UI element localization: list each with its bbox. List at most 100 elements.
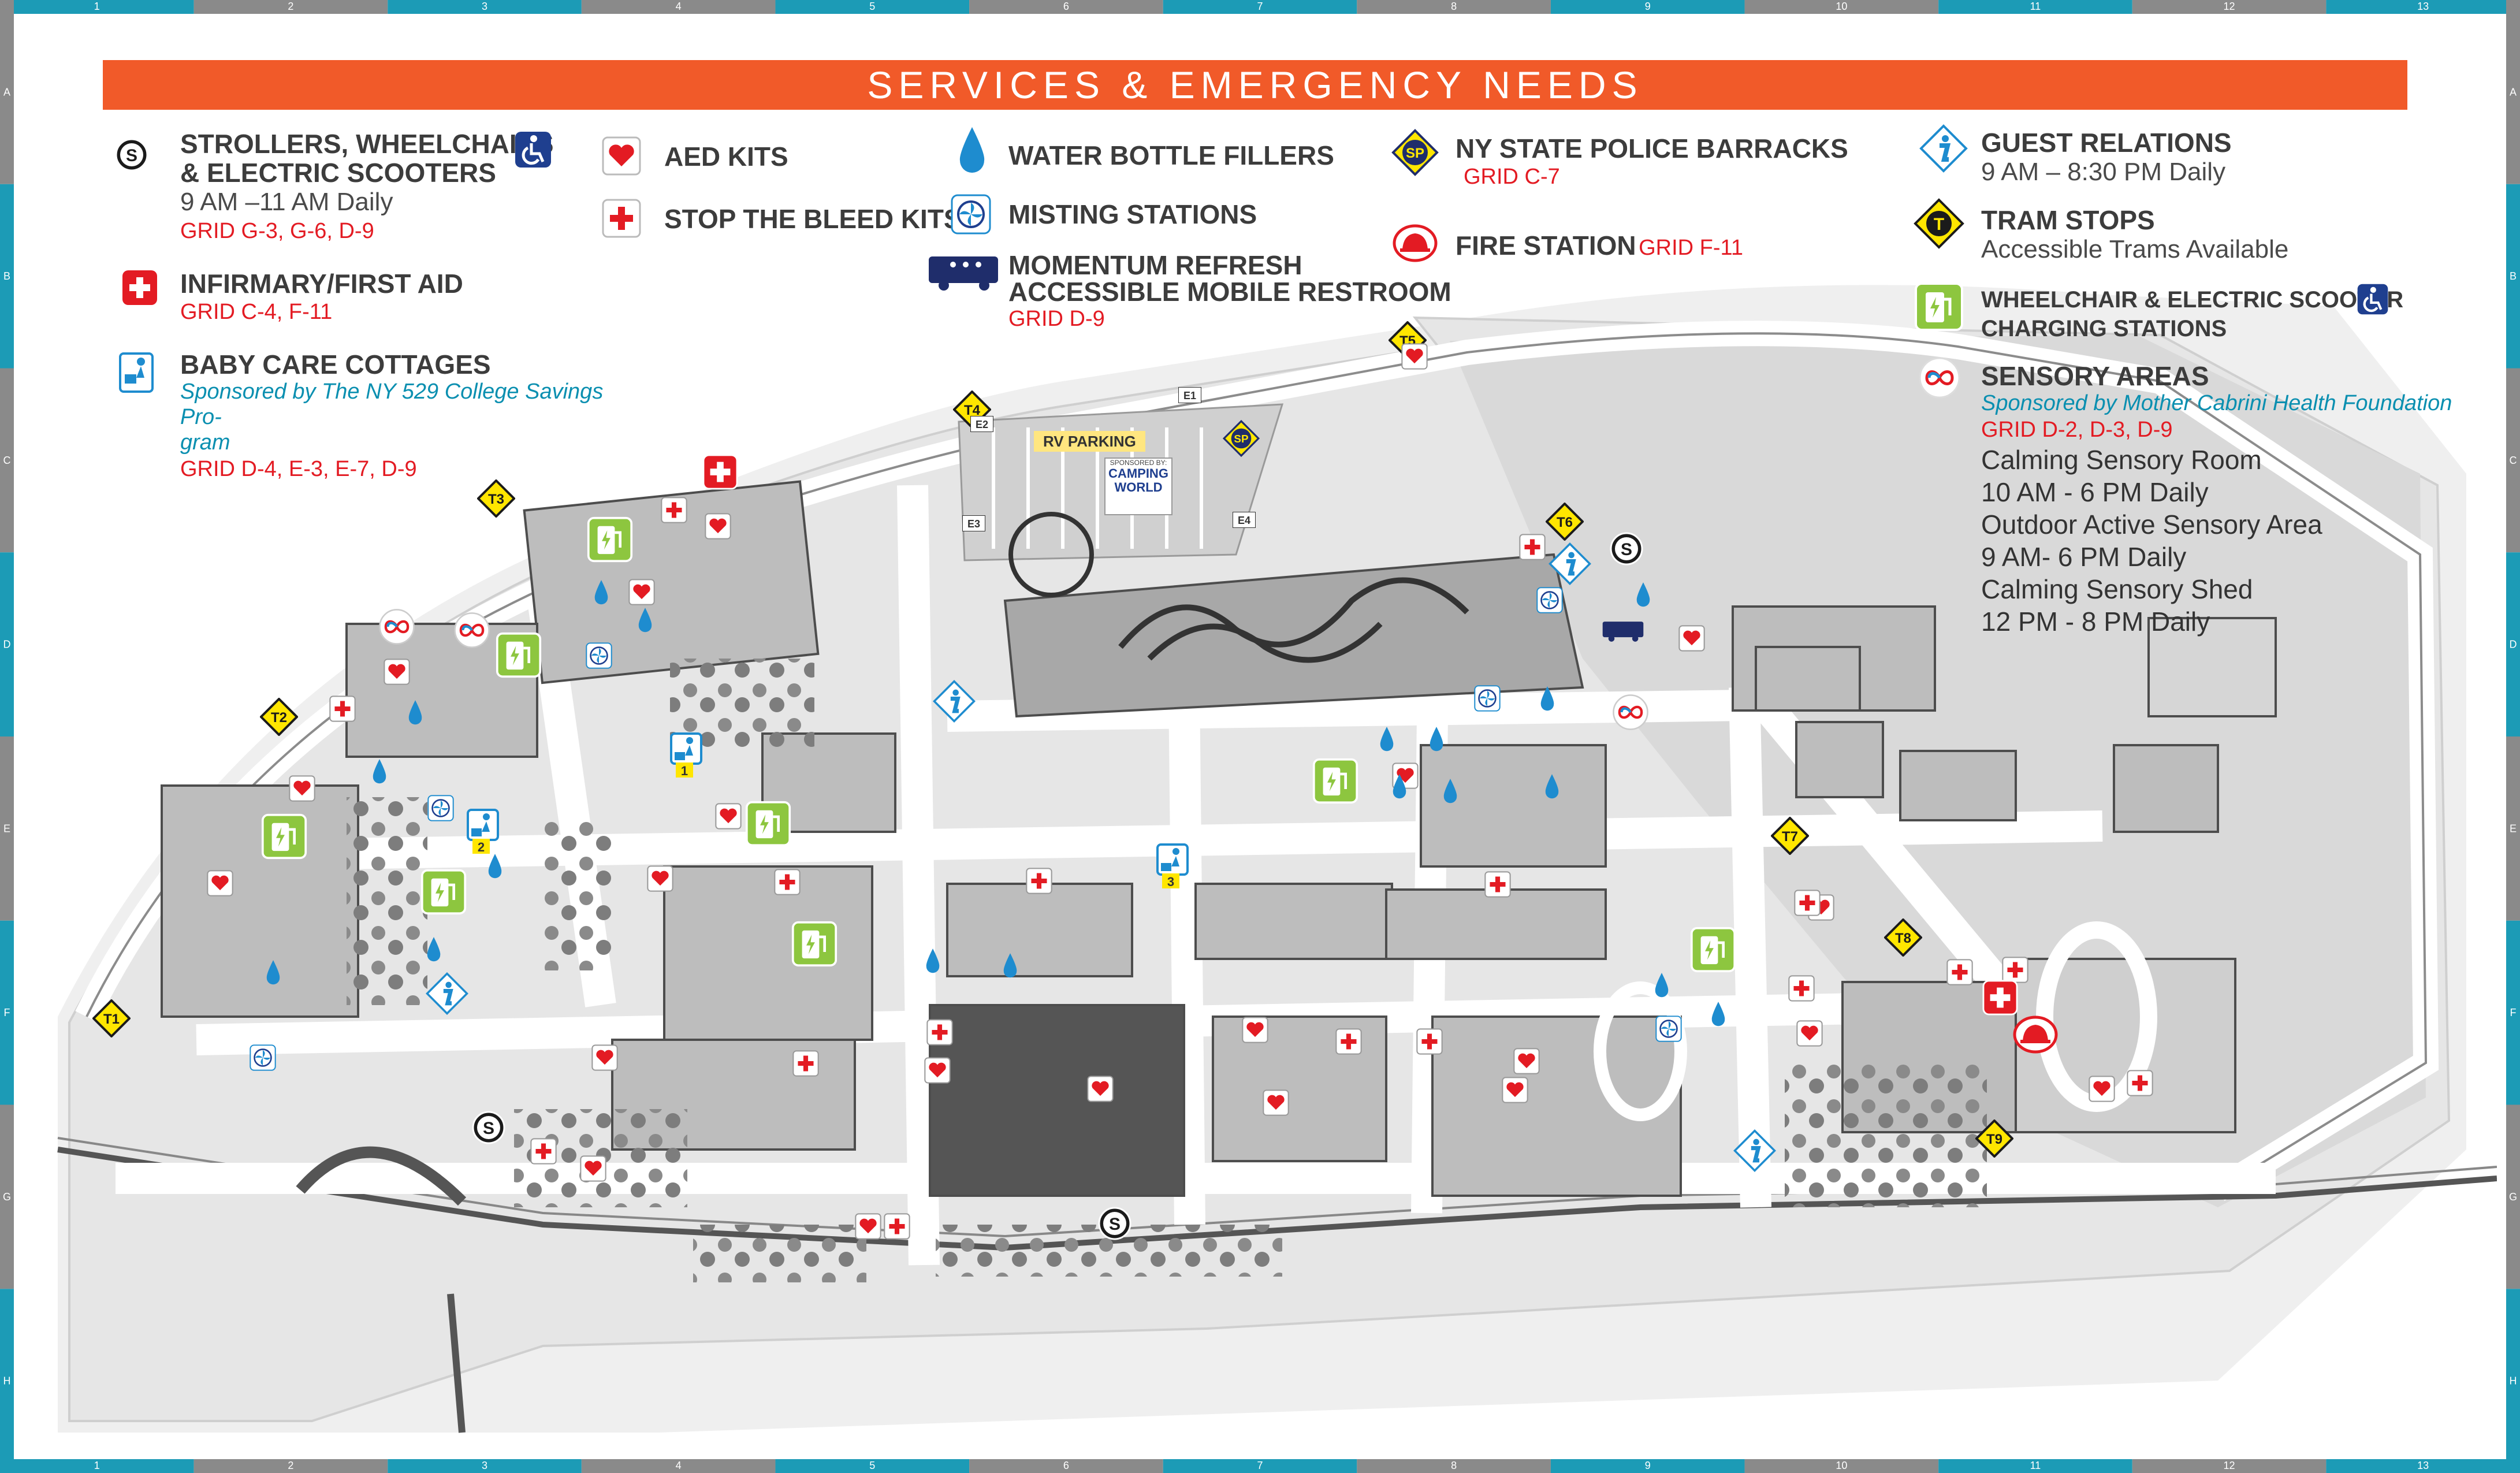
stroller-service-icon: S [115, 138, 148, 172]
grid-bar-bottom [1163, 1459, 1357, 1473]
stop-the-bleed-icon [1946, 959, 1973, 988]
tram-stop-marker: T2 [259, 697, 299, 739]
legend-tram: TRAM STOPS Accessible Trams Available [1981, 206, 2288, 265]
legend-sensory-line: Outdoor Active Sensory Area [1981, 509, 2322, 540]
misting-fan-icon [951, 194, 991, 235]
aed-heart-icon [1678, 625, 1705, 654]
svg-text:T3: T3 [488, 492, 504, 507]
legend-sensory-line: 12 PM - 8 PM Daily [1981, 607, 2210, 637]
legend-baby-care-sponsor-2: gram [180, 430, 230, 455]
gate-label: E4 [1232, 511, 1256, 531]
grid-row-label-right: G [2509, 1191, 2517, 1203]
grid-bar-left [0, 0, 14, 184]
aed-heart-icon [384, 659, 410, 688]
grid-bar-left [0, 368, 14, 553]
aed-heart-icon [591, 1044, 618, 1074]
stop-the-bleed-icon [1519, 534, 1546, 563]
grid-bar-top [2326, 0, 2520, 14]
stop-the-bleed-icon [1788, 975, 1815, 1005]
svg-text:SP: SP [1234, 433, 1248, 445]
grid-bar-right [2506, 184, 2520, 369]
stop-the-bleed-icon [884, 1213, 910, 1243]
police-letters: SP [1406, 146, 1424, 161]
grid-bar-right [2506, 552, 2520, 736]
stroller-service-icon: S [1609, 531, 1644, 569]
water-drop-icon [1653, 972, 1670, 1002]
sensory-area-icon [1611, 693, 1650, 734]
legend-sensory: SENSORY AREAS Sponsored by Mother Cabrin… [1981, 362, 2452, 638]
grid-col-label-top: 8 [1451, 1, 1457, 12]
misting-fan-icon [250, 1044, 276, 1074]
legend-fire: FIRE STATION GRID F-11 [1456, 231, 1743, 262]
water-drop-icon [1002, 952, 1019, 983]
stop-the-bleed-icon [1026, 868, 1052, 897]
charging-station-icon [791, 921, 837, 970]
grid-col-label-bottom: 6 [1063, 1460, 1069, 1471]
grid-col-label-top: 10 [1836, 1, 1847, 12]
guest-relations-icon [1919, 124, 1968, 173]
aed-heart-icon [1513, 1048, 1540, 1077]
tram-stop-marker: T9 [1975, 1119, 2014, 1160]
stop-the-bleed-icon [602, 199, 641, 238]
svg-text:3: 3 [1167, 875, 1174, 889]
grid-row-label-right: H [2510, 1375, 2517, 1387]
ferris-wheel [1008, 512, 1094, 597]
water-drop-icon [924, 947, 941, 978]
grid-bar-left [0, 1289, 14, 1473]
railroad [57, 1147, 2497, 1251]
misting-fan-icon [1655, 1016, 1682, 1045]
legend-stop-bleed-title: STOP THE BLEED KITS [664, 204, 962, 234]
legend-water-title: WATER BOTTLE FILLERS [1008, 140, 1334, 170]
legend-guest-hours: 9 AM – 8:30 PM Daily [1981, 158, 2226, 186]
svg-text:S: S [483, 1119, 494, 1138]
first-aid-icon [122, 270, 157, 305]
grid-bar-top [1744, 0, 1939, 14]
legend-strollers-title-1: STROLLERS, WHEELCHAIRS [180, 129, 554, 159]
aed-heart-icon [705, 513, 731, 542]
stop-the-bleed-icon [926, 1019, 953, 1048]
grid-col-label-bottom: 12 [2224, 1460, 2235, 1471]
grid-bar-bottom [1550, 1459, 1745, 1473]
grid-bar-top [581, 0, 776, 14]
grid-bar-top [1550, 0, 1745, 14]
stop-the-bleed-icon [1794, 890, 1821, 919]
service-letter: S [126, 146, 137, 165]
sponsor-brand-2: WORLD [1114, 480, 1163, 494]
grid-col-label-top: 12 [2224, 1, 2235, 12]
grid-col-label-bottom: 10 [1836, 1460, 1847, 1471]
legend-charging-title-2: CHARGING STATIONS [1981, 316, 2227, 341]
water-drop-icon [486, 853, 504, 883]
legend-sensory-line: Calming Sensory Shed [1981, 574, 2253, 604]
charging-station-icon [1312, 758, 1358, 807]
stop-the-bleed-icon [530, 1138, 557, 1167]
grid-col-label-bottom: 4 [676, 1460, 682, 1471]
aed-heart-icon [207, 870, 233, 899]
tram-stop-marker: T6 [1545, 502, 1584, 544]
fairground-map [57, 285, 2497, 1433]
svg-text:T2: T2 [271, 710, 287, 726]
grid-row-label-left: F [4, 1007, 10, 1018]
tram-stop-marker: T7 [1770, 816, 1810, 858]
guest-relations-icon [1548, 542, 1592, 589]
legend-sensory-line: 10 AM - 6 PM Daily [1981, 477, 2209, 507]
grid-bar-top [1938, 0, 2132, 14]
grid-bar-top [775, 0, 970, 14]
grid-bar-bottom [1938, 1459, 2132, 1473]
water-drop-icon [371, 758, 388, 788]
grid-row-label-right: A [2510, 86, 2517, 98]
svg-text:S: S [1109, 1215, 1121, 1234]
svg-text:T1: T1 [103, 1011, 120, 1027]
aed-heart-icon [715, 803, 742, 832]
grid-bar-bottom [2132, 1459, 2327, 1473]
legend-sensory-line: Calming Sensory Room [1981, 445, 2262, 475]
legend-baby-care: BABY CARE COTTAGES Sponsored by The NY 5… [180, 350, 631, 483]
legend-strollers-hours: 9 AM –11 AM Daily [180, 188, 393, 216]
grid-bar-left [0, 920, 14, 1105]
stop-the-bleed-icon [792, 1050, 819, 1080]
legend-baby-care-title: BABY CARE COTTAGES [180, 349, 491, 380]
grid-col-label-top: 13 [2417, 1, 2429, 12]
tram-stop-marker: T1 [92, 999, 131, 1040]
svg-text:E1: E1 [1183, 390, 1196, 401]
grid-col-label-top: 1 [94, 1, 100, 12]
